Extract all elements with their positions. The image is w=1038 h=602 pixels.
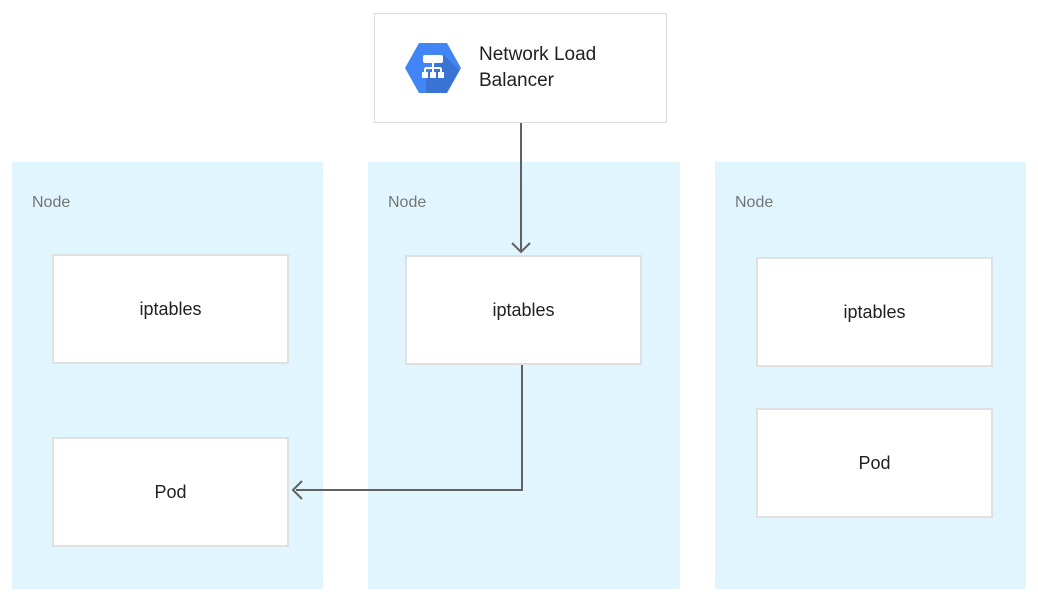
iptables-box: iptables [405,255,642,365]
load-balancer-card: Network Load Balancer [374,13,667,123]
node-panel-left: Node iptables Pod [12,162,323,589]
network-load-balancer-icon [405,43,461,93]
node-label: Node [388,194,427,211]
iptables-box: iptables [52,254,289,364]
pod-box: Pod [52,437,289,547]
node-panel-right: Node iptables Pod [715,162,1026,589]
node-label: Node [735,194,774,211]
iptables-box: iptables [756,257,993,367]
load-balancer-label: Network Load Balancer [479,44,597,91]
pod-box: Pod [756,408,993,518]
node-label: Node [32,194,71,211]
node-panel-middle: Node iptables [368,162,680,589]
